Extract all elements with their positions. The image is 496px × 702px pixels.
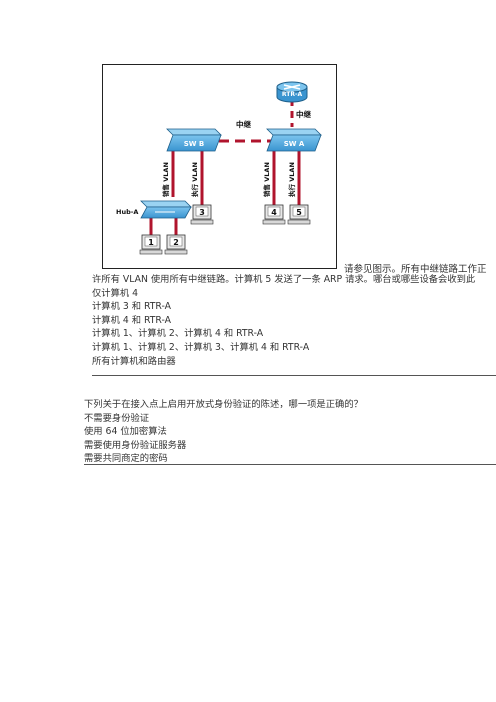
divider xyxy=(84,464,496,465)
vlan-label-swa-sales: 销售 VLAN xyxy=(262,162,271,197)
question1-option[interactable]: 仅计算机 4 xyxy=(92,287,139,299)
question2-option[interactable]: 需要共同商定的密码 xyxy=(84,453,168,465)
question1-option[interactable]: 计算机 4 和 RTR-A xyxy=(92,314,172,326)
hub-label: Hub-A xyxy=(116,208,138,216)
question1-option[interactable]: 计算机 3 和 RTR-A xyxy=(92,301,172,313)
vlan-label-swb-exec: 执行 VLAN xyxy=(190,162,199,197)
pc-2: 2 xyxy=(164,234,188,255)
switch-b-label: SW B xyxy=(184,140,205,148)
hub-a: Hub-A xyxy=(116,200,192,219)
question1-stem: 许所有 VLAN 使用所有中继链路。计算机 5 发送了一条 ARP 请求。哪台或… xyxy=(92,274,476,285)
pc1-label: 1 xyxy=(148,238,154,247)
network-diagram-svg: RTR-A SW B SW A Hub-A 3 xyxy=(116,81,322,255)
question2-option[interactable]: 需要使用身份验证服务器 xyxy=(84,439,187,451)
links xyxy=(149,99,301,235)
question2-option[interactable]: 不需要身份验证 xyxy=(84,412,150,424)
network-diagram: RTR-A SW B SW A Hub-A 3 xyxy=(102,64,337,269)
pc5-label: 5 xyxy=(296,208,302,217)
switch-a-label: SW A xyxy=(284,140,305,148)
question2-stem: 下列关于在接入点上启用开放式身份验证的陈述，哪一项是正确的？ xyxy=(84,399,363,410)
pc2-label: 2 xyxy=(173,238,179,247)
question1-option[interactable]: 计算机 1、计算机 2、计算机 3、计算机 4 和 RTR-A xyxy=(92,341,310,353)
divider xyxy=(92,375,496,376)
question1-caption: 请参见图示。所有中继链路工作正 xyxy=(344,264,487,275)
pc-1: 1 xyxy=(139,234,163,255)
pc3-label: 3 xyxy=(199,208,205,217)
question1-option[interactable]: 所有计算机和路由器 xyxy=(92,355,176,367)
switch-swb: SW B xyxy=(166,128,222,152)
pc-4: 4 xyxy=(262,204,286,225)
switch-swa: SW A xyxy=(266,128,322,152)
question1: 许所有 VLAN 使用所有中继链路。计算机 5 发送了一条 ARP 请求。哪台或… xyxy=(92,273,496,368)
pc-3: 3 xyxy=(190,204,214,225)
vlan-label-swa-exec: 执行 VLAN xyxy=(287,162,296,197)
router-label: RTR-A xyxy=(282,91,303,98)
question1-option[interactable]: 计算机 1、计算机 2、计算机 4 和 RTR-A xyxy=(92,328,264,340)
trunk-label-swb-swa: 中继 xyxy=(236,119,251,129)
vlan-label-swb-sales: 销售 VLAN xyxy=(161,162,170,197)
question2: 下列关于在接入点上启用开放式身份验证的陈述，哪一项是正确的？ 不需要身份验证 使… xyxy=(84,398,496,466)
router-rtr-a: RTR-A xyxy=(276,81,308,103)
trunk-label-swa-rtr: 中继 xyxy=(296,109,311,119)
question2-option[interactable]: 使用 64 位加密算法 xyxy=(84,426,167,438)
pc4-label: 4 xyxy=(271,208,277,217)
pc-5: 5 xyxy=(287,204,311,225)
